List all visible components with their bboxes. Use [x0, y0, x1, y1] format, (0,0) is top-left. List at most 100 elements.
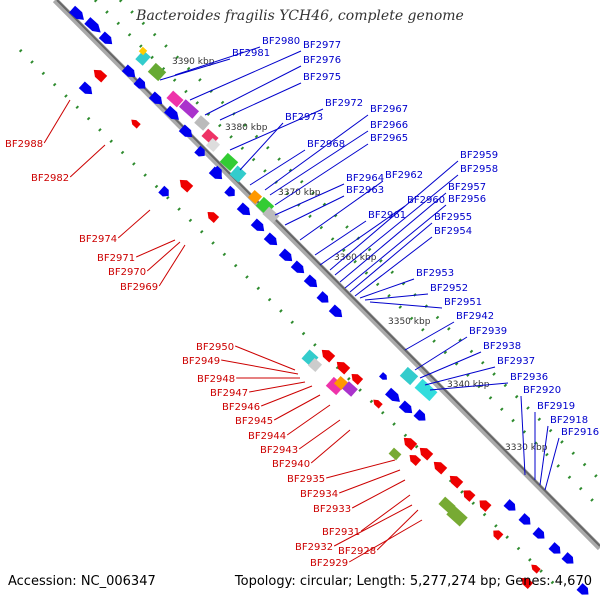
leader-line-reverse — [351, 479, 406, 509]
leader-line-forward — [364, 293, 429, 301]
gene-label-forward: BF2965 — [370, 133, 408, 144]
leader-line-reverse — [333, 504, 413, 547]
leader-line-forward — [274, 183, 345, 216]
gene-reverse — [419, 447, 434, 461]
gene-label-reverse: BF2982 — [31, 173, 69, 184]
gene-label-forward: BF2962 — [385, 170, 423, 181]
leader-line-forward — [159, 58, 231, 81]
gene-reverse — [179, 179, 194, 193]
gene-label-reverse: BF2943 — [260, 445, 298, 456]
leader-line-forward — [414, 336, 468, 371]
scale-label: 3330 kbp — [505, 443, 548, 453]
gene-reverse — [409, 454, 422, 466]
gene-label-forward: BF2980 — [262, 36, 300, 47]
gene-forward — [69, 5, 84, 20]
gene-label-forward: BF2920 — [523, 385, 561, 396]
leader-line-reverse — [235, 345, 296, 371]
leader-line-reverse — [158, 244, 186, 287]
gene-forward — [164, 105, 179, 120]
gene-label-forward: BF2942 — [456, 311, 494, 322]
gene-reverse — [521, 577, 534, 589]
gene-reverse — [373, 399, 383, 409]
scale-label: 3390 kbp — [172, 57, 215, 67]
leader-line-forward — [204, 65, 302, 116]
gene-label-forward: BF2938 — [483, 341, 521, 352]
category-block — [138, 46, 148, 56]
gene-label-reverse: BF2948 — [197, 374, 235, 385]
leader-line-forward — [419, 351, 482, 379]
leader-line-forward — [429, 382, 509, 391]
gene-label-reverse: BF2932 — [295, 542, 333, 553]
backbone-line — [56, 0, 600, 547]
scale-label: 3340 kbp — [447, 380, 490, 390]
leader-line-forward — [369, 301, 443, 309]
gene-reverse — [403, 437, 418, 451]
leader-line-forward — [344, 204, 447, 289]
leader-line-forward — [539, 425, 549, 486]
leader-line-forward — [339, 192, 447, 283]
leader-line-forward — [404, 321, 455, 351]
gene-label-forward: BF2972 — [325, 98, 363, 109]
gene-forward — [532, 527, 545, 539]
gene-label-reverse: BF2971 — [97, 253, 135, 264]
leader-line-reverse — [273, 394, 321, 421]
gene-label-forward: BF2919 — [537, 401, 575, 412]
gene-label-forward: BF2961 — [368, 210, 406, 221]
gene-label-forward: BF2981 — [232, 48, 270, 59]
category-block — [205, 137, 221, 153]
gene-forward — [561, 552, 574, 564]
gene-label-forward: BF2967 — [370, 104, 408, 115]
genome-title: Bacteroides fragilis YCH46, complete gen… — [136, 8, 464, 24]
scale-label: 3370 kbp — [278, 188, 321, 198]
gene-label-reverse: BF2940 — [272, 459, 310, 470]
gene-forward — [84, 17, 101, 33]
gene-reverse — [449, 475, 464, 489]
gene-forward — [121, 64, 136, 78]
gene-label-reverse: BF2969 — [120, 282, 158, 293]
gene-forward — [224, 185, 235, 197]
genome-summary-text: Topology: circular; Length: 5,277,274 bp… — [234, 574, 592, 589]
gene-label-reverse: BF2944 — [248, 431, 286, 442]
gene-label-forward: BF2973 — [285, 112, 323, 123]
gene-label-reverse: BF2946 — [222, 402, 260, 413]
leader-line-forward — [284, 195, 345, 226]
leader-line-forward — [319, 205, 406, 266]
gene-forward — [158, 185, 169, 197]
gene-forward — [211, 165, 222, 177]
gene-label-forward: BF2918 — [550, 415, 588, 426]
category-block — [219, 152, 239, 172]
gene-label-reverse: BF2935 — [287, 474, 325, 485]
category-block — [229, 165, 247, 183]
gene-forward — [503, 499, 516, 511]
leader-line-reverse — [249, 381, 306, 393]
gene-forward — [290, 260, 305, 274]
tick-track-outer — [118, 0, 600, 482]
gene-label-reverse: BF2970 — [108, 267, 146, 278]
leader-line-reverse — [117, 209, 151, 239]
gene-label-forward: BF2957 — [448, 182, 486, 193]
gene-reverse — [321, 349, 336, 363]
gene-label-reverse: BF2933 — [313, 504, 351, 515]
leader-line-forward — [249, 149, 306, 186]
category-block — [147, 62, 167, 82]
leader-line-reverse — [298, 419, 341, 450]
leader-line-forward — [314, 220, 367, 256]
scale-label: 3350 kbp — [388, 317, 431, 327]
category-block — [388, 447, 402, 461]
gene-label-forward: BF2939 — [469, 326, 507, 337]
gene-label-reverse: BF2947 — [210, 388, 248, 399]
gene-label-forward: BF2960 — [407, 195, 445, 206]
leader-line-forward — [219, 82, 302, 121]
gene-label-reverse: BF2974 — [79, 234, 117, 245]
gene-label-reverse: BF2988 — [5, 139, 43, 150]
gene-reverse — [93, 69, 108, 83]
gene-forward — [303, 274, 318, 288]
gene-label-forward: BF2952 — [430, 283, 468, 294]
gene-reverse — [207, 211, 220, 223]
leader-line-reverse — [69, 144, 106, 178]
gene-forward — [413, 409, 426, 421]
gene-forward — [194, 145, 205, 157]
leader-line-reverse — [286, 404, 331, 436]
gene-reverse — [433, 461, 448, 475]
category-block — [399, 366, 419, 386]
